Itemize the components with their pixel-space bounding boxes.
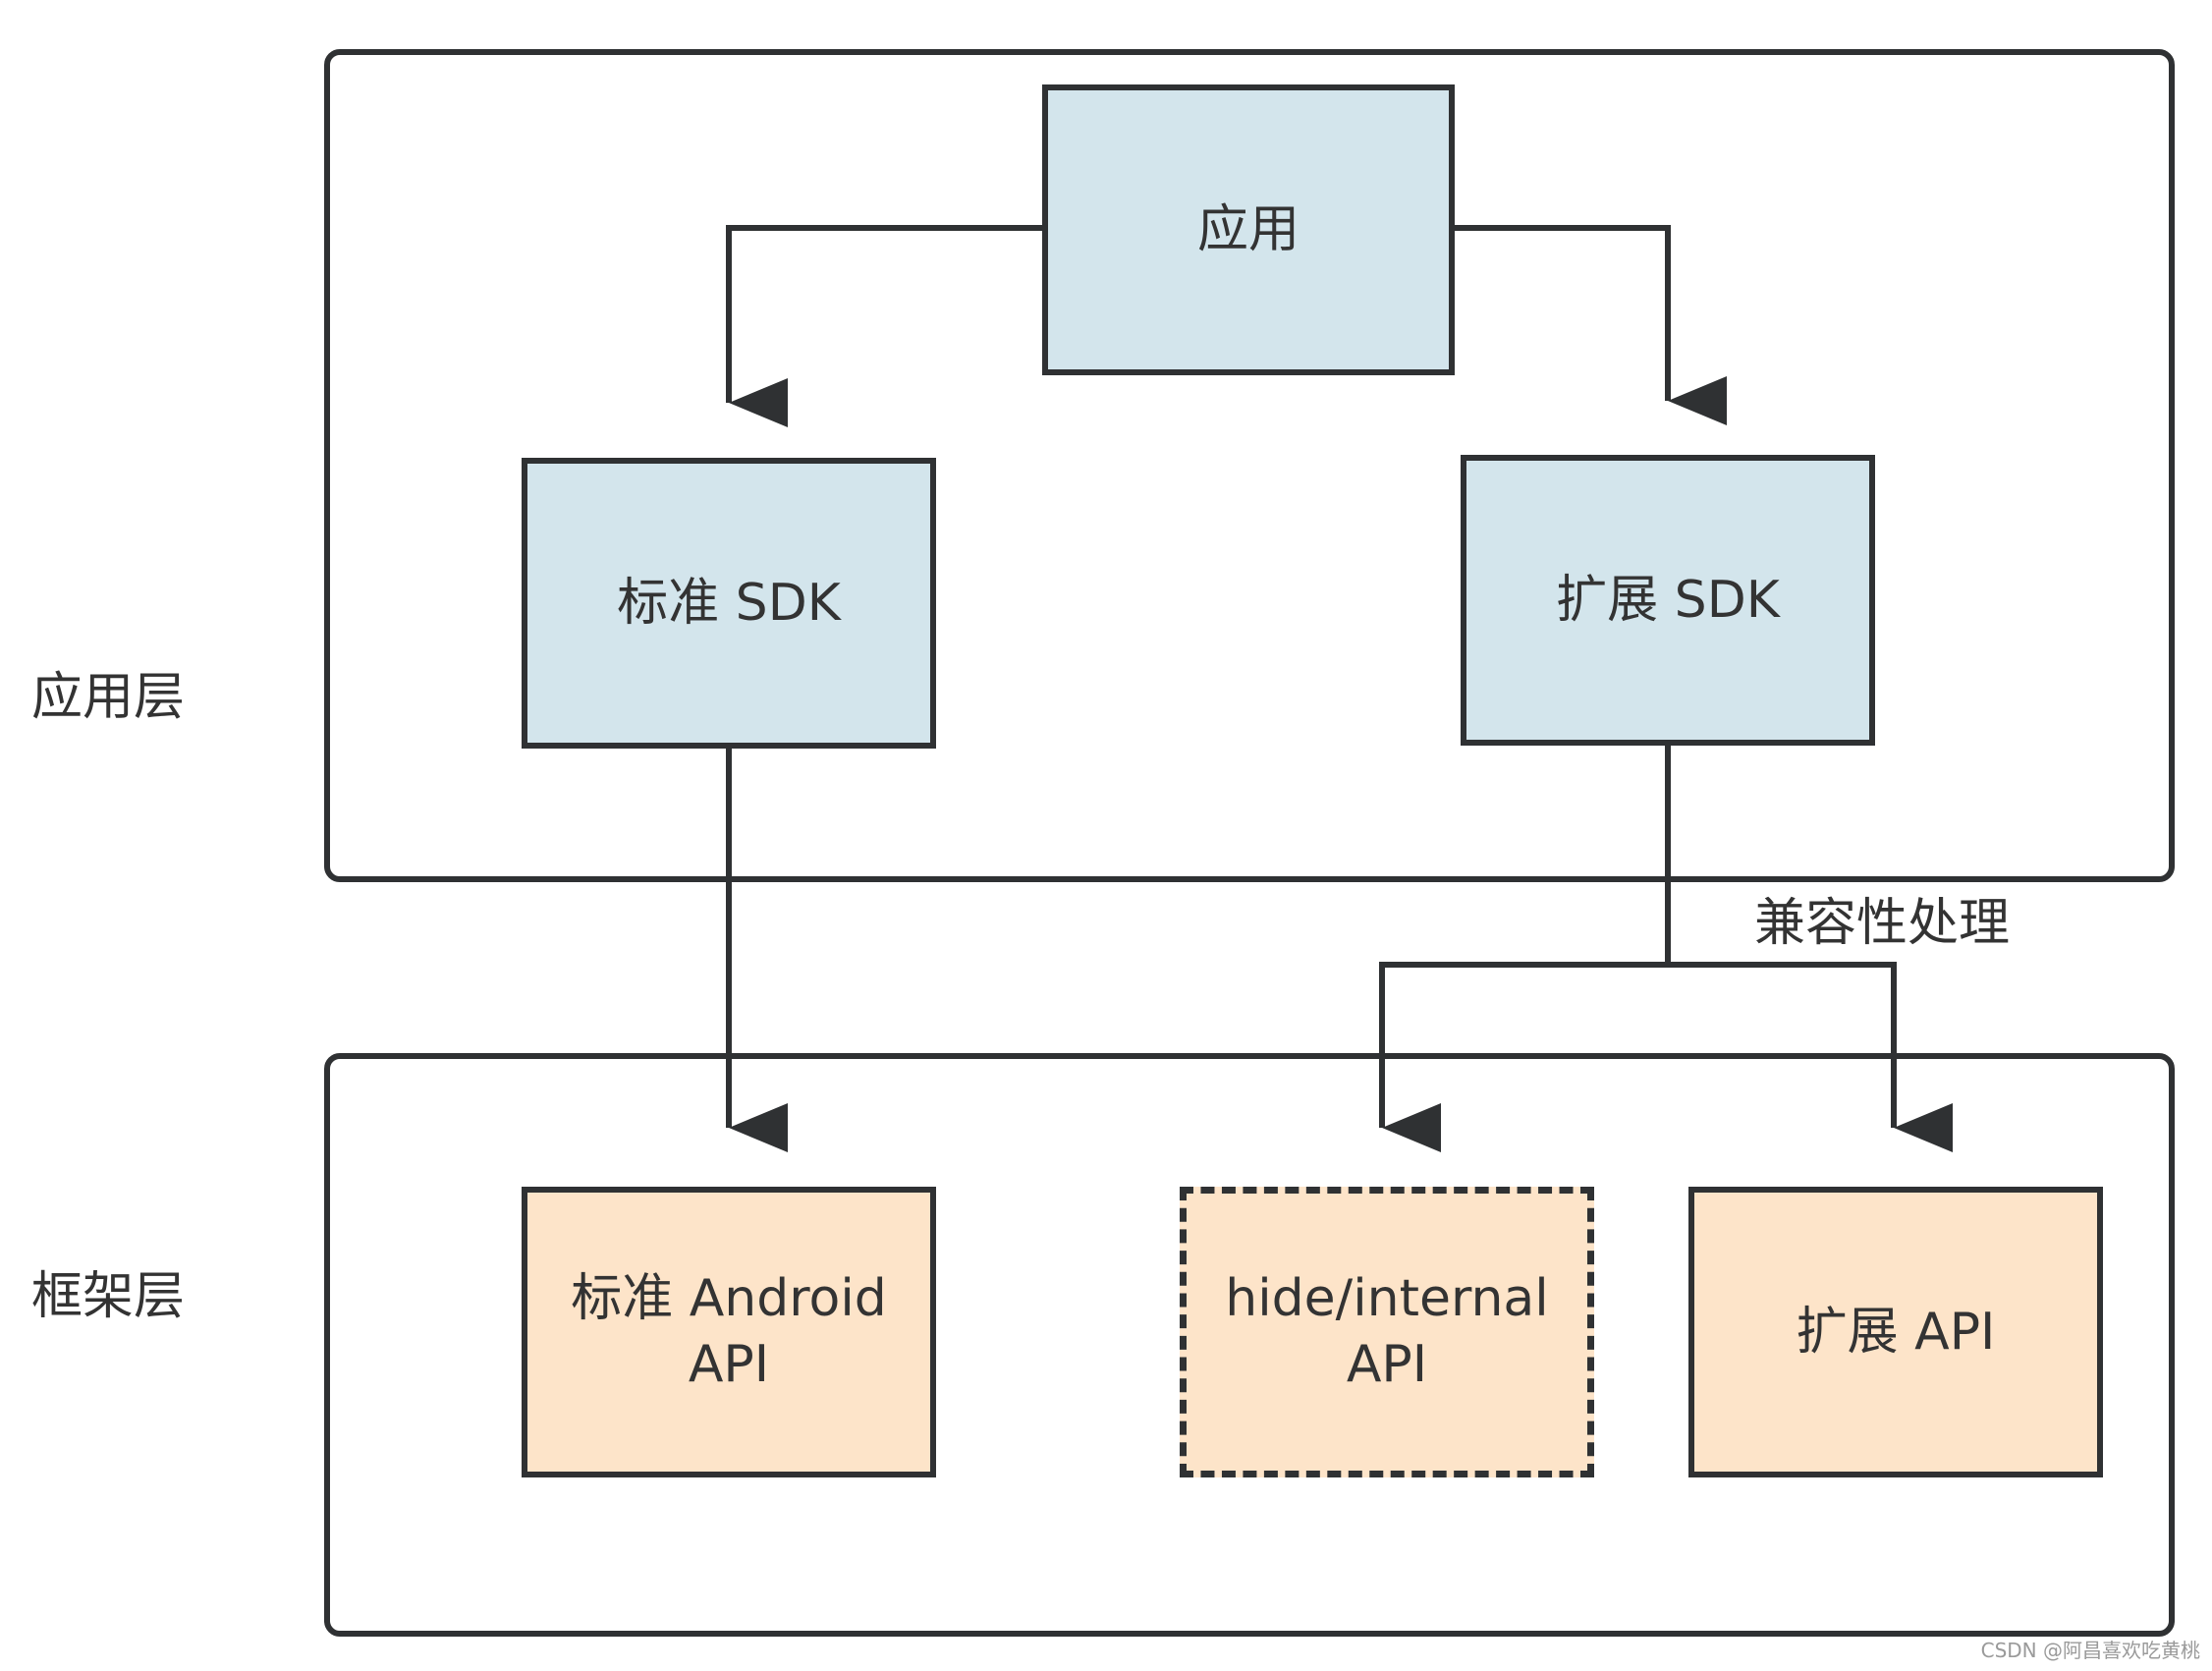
node-extension-sdk: 扩展 SDK [1461, 455, 1875, 746]
framework-layer-container [324, 1053, 2175, 1637]
app-layer-label: 应用层 [31, 668, 186, 727]
framework-layer-label: 框架层 [31, 1267, 186, 1326]
node-standard-sdk: 标准 SDK [522, 458, 936, 749]
node-standard-android-api: 标准 Android API [522, 1187, 936, 1477]
node-app: 应用 [1042, 84, 1455, 375]
app-layer-container [324, 49, 2175, 882]
edge-trunk-to-extension-api [1668, 962, 1953, 1152]
edge-app-to-extension-sdk [1454, 225, 1727, 425]
node-hide-internal-api: hide/internal API [1180, 1187, 1594, 1477]
edge-app-to-standard-sdk [726, 225, 1045, 427]
watermark-text: CSDN @阿昌喜欢吃黄桃 [1980, 1639, 2200, 1662]
node-extension-api: 扩展 API [1688, 1187, 2103, 1477]
edge-trunk-to-hide-internal-api [1379, 962, 1668, 1152]
compat-handling-label: 兼容性处理 [1754, 894, 2011, 953]
